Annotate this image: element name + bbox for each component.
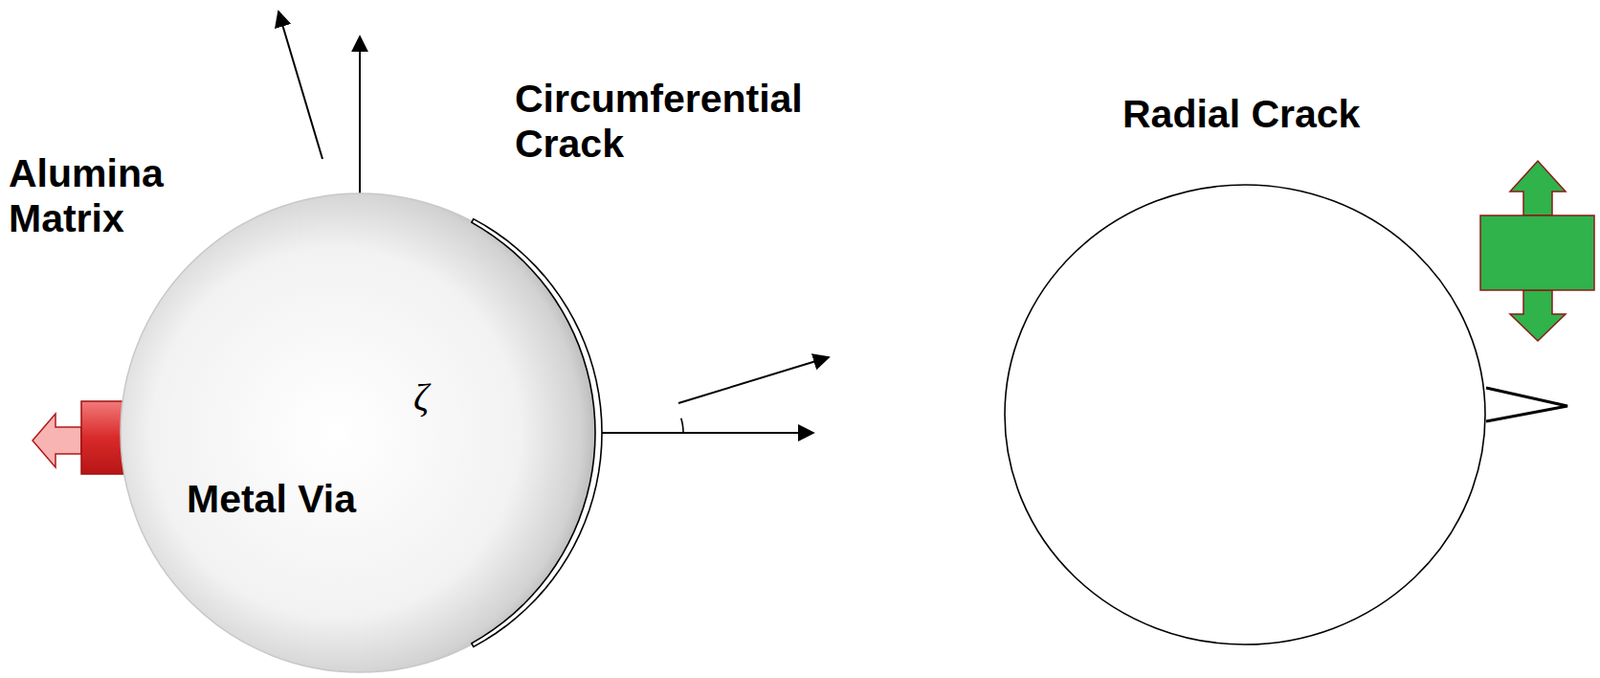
via-shape — [116, 189, 603, 676]
angle-symbol: ζ — [413, 375, 429, 420]
axis-line — [278, 11, 323, 159]
load-symbol — [1480, 160, 1595, 341]
radial-crack — [1486, 387, 1568, 422]
part-label: Circumferential Crack — [514, 76, 879, 167]
axis-line — [678, 356, 829, 403]
via-label: Metal Via — [186, 476, 356, 522]
via-circle: Metal Via — [116, 189, 603, 676]
part-label: Radial Crack — [1122, 91, 1360, 137]
angle-arc — [681, 418, 684, 433]
via-outline — [1004, 184, 1486, 645]
part-label: Alumina Matrix — [8, 151, 200, 242]
